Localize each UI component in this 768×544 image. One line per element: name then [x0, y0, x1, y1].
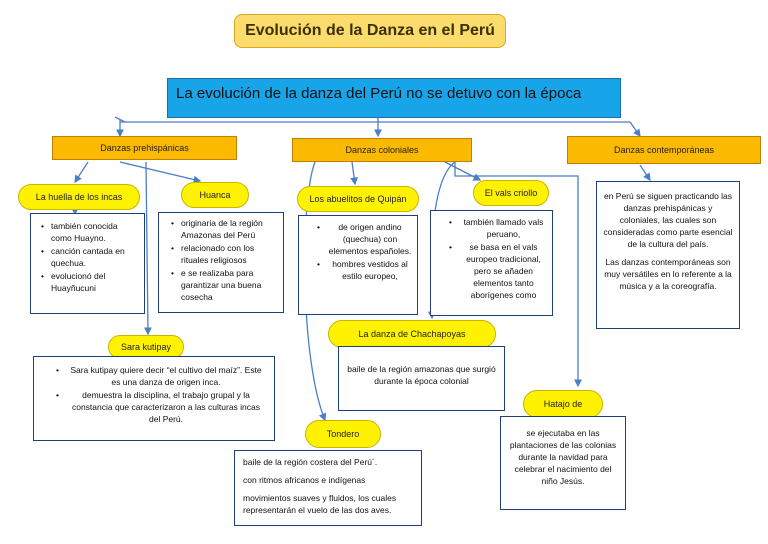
category-contemporary: Danzas contemporáneas [567, 136, 761, 164]
huanca-item: relacionado con los rituales religiosos [171, 242, 279, 266]
node-hatajo-box: se ejecutaba en las plantaciones de las … [500, 416, 626, 510]
incas-item: también conocida como Huayno. [41, 220, 140, 244]
category-colonial: Danzas coloniales [292, 138, 472, 162]
node-incas-box: también conocida como Huayno. canción ca… [30, 213, 145, 314]
node-tondero-label: Tondero [305, 420, 381, 448]
node-sara-box: Sara kutipay quiere decir “el cultivo de… [33, 356, 275, 441]
incas-item: evolucionó del Huayñucuni [41, 270, 140, 294]
node-contemporary-box: en Perú se siguen practicando las danzas… [596, 181, 740, 329]
tondero-line: baile de la región costera del Perú´. [243, 457, 378, 467]
vals-item: también llamado vals peruano, [449, 216, 548, 240]
contemporary-paragraph: Las danzas contemporáneas son muy versát… [604, 257, 732, 291]
node-vals-box: también llamado vals peruano, se basa en… [430, 210, 553, 316]
contemporary-paragraph: en Perú se siguen practicando las danzas… [603, 191, 733, 249]
vals-item: se basa en el vals europeo tradicional, … [449, 241, 548, 301]
node-tondero-box: baile de la región costera del Perú´. co… [234, 450, 422, 526]
intro-banner: La evolución de la danza del Perú no se … [167, 78, 621, 118]
abuelitos-item: de origen andino (quechua) con elementos… [317, 221, 413, 257]
node-huanca-box: originaria de la región Amazonas del Per… [158, 212, 284, 313]
node-huanca-label: Huanca [181, 182, 249, 208]
tondero-line: movimientos suaves y fluidos, los cuales… [243, 493, 397, 515]
node-abuelitos-label: Los abuelitos de Quipán [297, 186, 419, 212]
node-sara-label: Sara kutipay [108, 335, 184, 359]
node-vals-label: El vals criollo [473, 180, 549, 206]
huanca-item: e se realizaba para garantizar una buena… [171, 267, 279, 303]
node-chachapoyas-label: La danza de Chachapoyas [328, 320, 496, 348]
node-abuelitos-box: de origen andino (quechua) con elementos… [298, 215, 418, 315]
sara-item: demuestra la disciplina, el trabajo grup… [56, 389, 266, 425]
node-hatajo-label: Hatajo de [523, 390, 603, 418]
node-chachapoyas-box: baile de la región amazonas que surgió d… [338, 346, 505, 411]
incas-item: canción cantada en quechua. [41, 245, 140, 269]
node-incas-label: La huella de los incas [18, 184, 140, 210]
category-prehispanic: Danzas prehispánicas [52, 136, 237, 160]
huanca-item: originaria de la región Amazonas del Per… [171, 217, 279, 241]
tondero-line: con ritmos africanos e indígenas [243, 475, 366, 485]
page-title: Evolución de la Danza en el Perú [234, 14, 506, 48]
abuelitos-item: hombres vestidos al estilo europeo, [317, 258, 413, 282]
sara-item: Sara kutipay quiere decir “el cultivo de… [56, 364, 266, 388]
